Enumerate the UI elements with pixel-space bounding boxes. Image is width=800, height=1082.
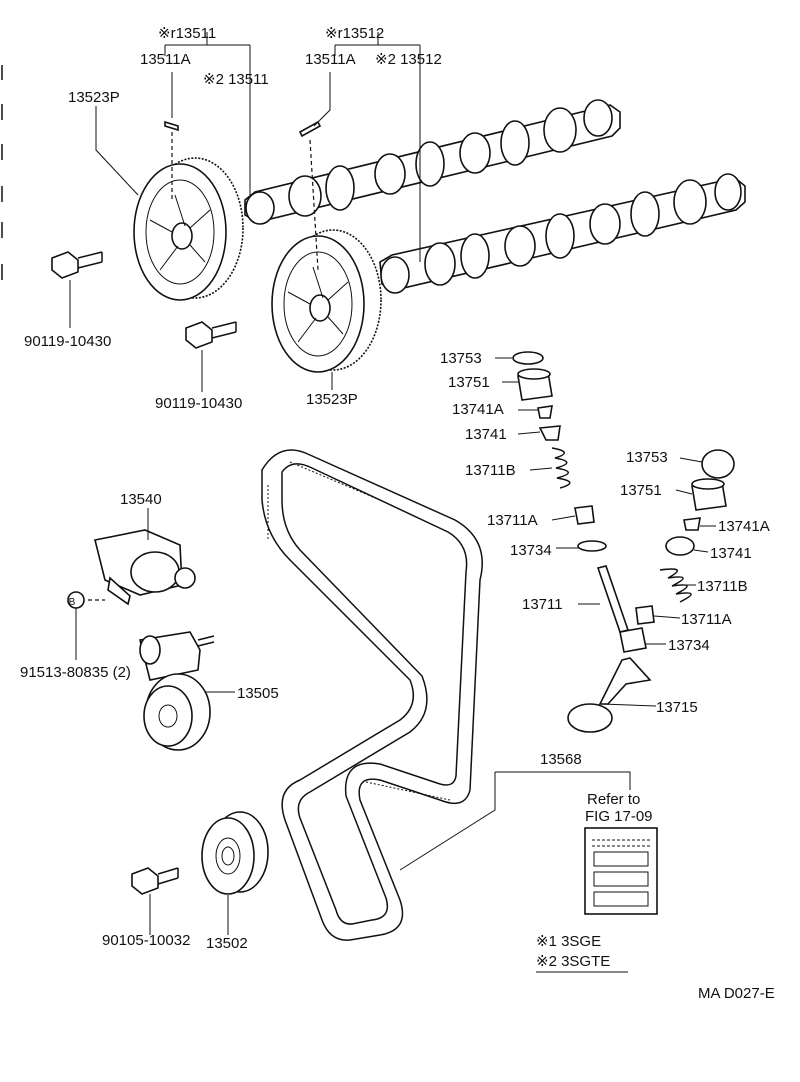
label-fig-ref: FIG 17-09 (585, 808, 653, 825)
camshaft-pulley-left (133, 157, 244, 301)
bolt-90119-right (185, 321, 237, 349)
bolt-90105 (131, 867, 179, 895)
label-13502: 13502 (206, 935, 248, 952)
label-13505: 13505 (237, 685, 279, 702)
label-13741A-b: 13741A (718, 518, 770, 535)
valve-train-right (567, 449, 735, 733)
label-13741-a: 13741 (465, 426, 507, 443)
label-13512-star1: ※r13512 (325, 25, 384, 42)
label-13511-star2: ※2 13511 (203, 71, 269, 88)
idler-13505 (139, 631, 215, 751)
label-13715: 13715 (656, 699, 698, 716)
label-13741A-a: 13741A (452, 401, 504, 418)
label-13711B-a: 13711B (465, 462, 516, 479)
label-90119-right: 90119-10430 (155, 395, 242, 412)
label-13751-b: 13751 (620, 482, 662, 499)
label-13711A-b: 13711A (681, 611, 732, 628)
label-13511-star1: ※r13511 (158, 25, 216, 42)
reference-figure-box (584, 827, 658, 915)
valve-train-middle (512, 351, 607, 552)
timing-belt-13568 (261, 449, 483, 941)
label-13734-a: 13734 (510, 542, 552, 559)
diagram-code: MA D027-E (698, 985, 775, 1002)
camshaft-upper (244, 99, 621, 225)
legend-2: ※2 3SGTE (536, 953, 610, 970)
label-13734-b: 13734 (668, 637, 710, 654)
label-13540: 13540 (120, 491, 162, 508)
idler-13502 (201, 811, 269, 895)
label-13711: 13711 (522, 596, 563, 613)
label-90119-left: 90119-10430 (24, 333, 111, 350)
key-13511A-right (298, 120, 322, 138)
leader-lines (69, 32, 716, 935)
label-13753-b: 13753 (626, 449, 668, 466)
label-13751-a: 13751 (448, 374, 490, 391)
bolt-90119-left (51, 251, 103, 279)
label-13523P-left: 13523P (68, 89, 120, 106)
label-13711B-b: 13711B (697, 578, 748, 595)
label-13511A-right: 13511A (305, 51, 356, 68)
camshaft-pulley-right (271, 229, 382, 373)
label-13741-b: 13741 (710, 545, 752, 562)
label-13512-star2: ※2 13512 (375, 51, 442, 68)
label-13568: 13568 (540, 751, 582, 768)
legend-1: ※1 3SGE (536, 933, 601, 950)
label-91513: 91513-80835 (2) (20, 664, 131, 681)
label-13711A-a: 13711A (487, 512, 538, 529)
label-refer-to: Refer to (587, 791, 640, 808)
key-13511A-left (164, 120, 179, 132)
label-13511A-left: 13511A (140, 51, 191, 68)
label-90105: 90105-10032 (102, 932, 190, 949)
label-13753-a: 13753 (440, 350, 482, 367)
tensioner-13540 (94, 529, 196, 606)
camshaft-lower (379, 173, 746, 294)
label-13523P-right: 13523P (306, 391, 358, 408)
label-b-marker: B (69, 597, 76, 608)
